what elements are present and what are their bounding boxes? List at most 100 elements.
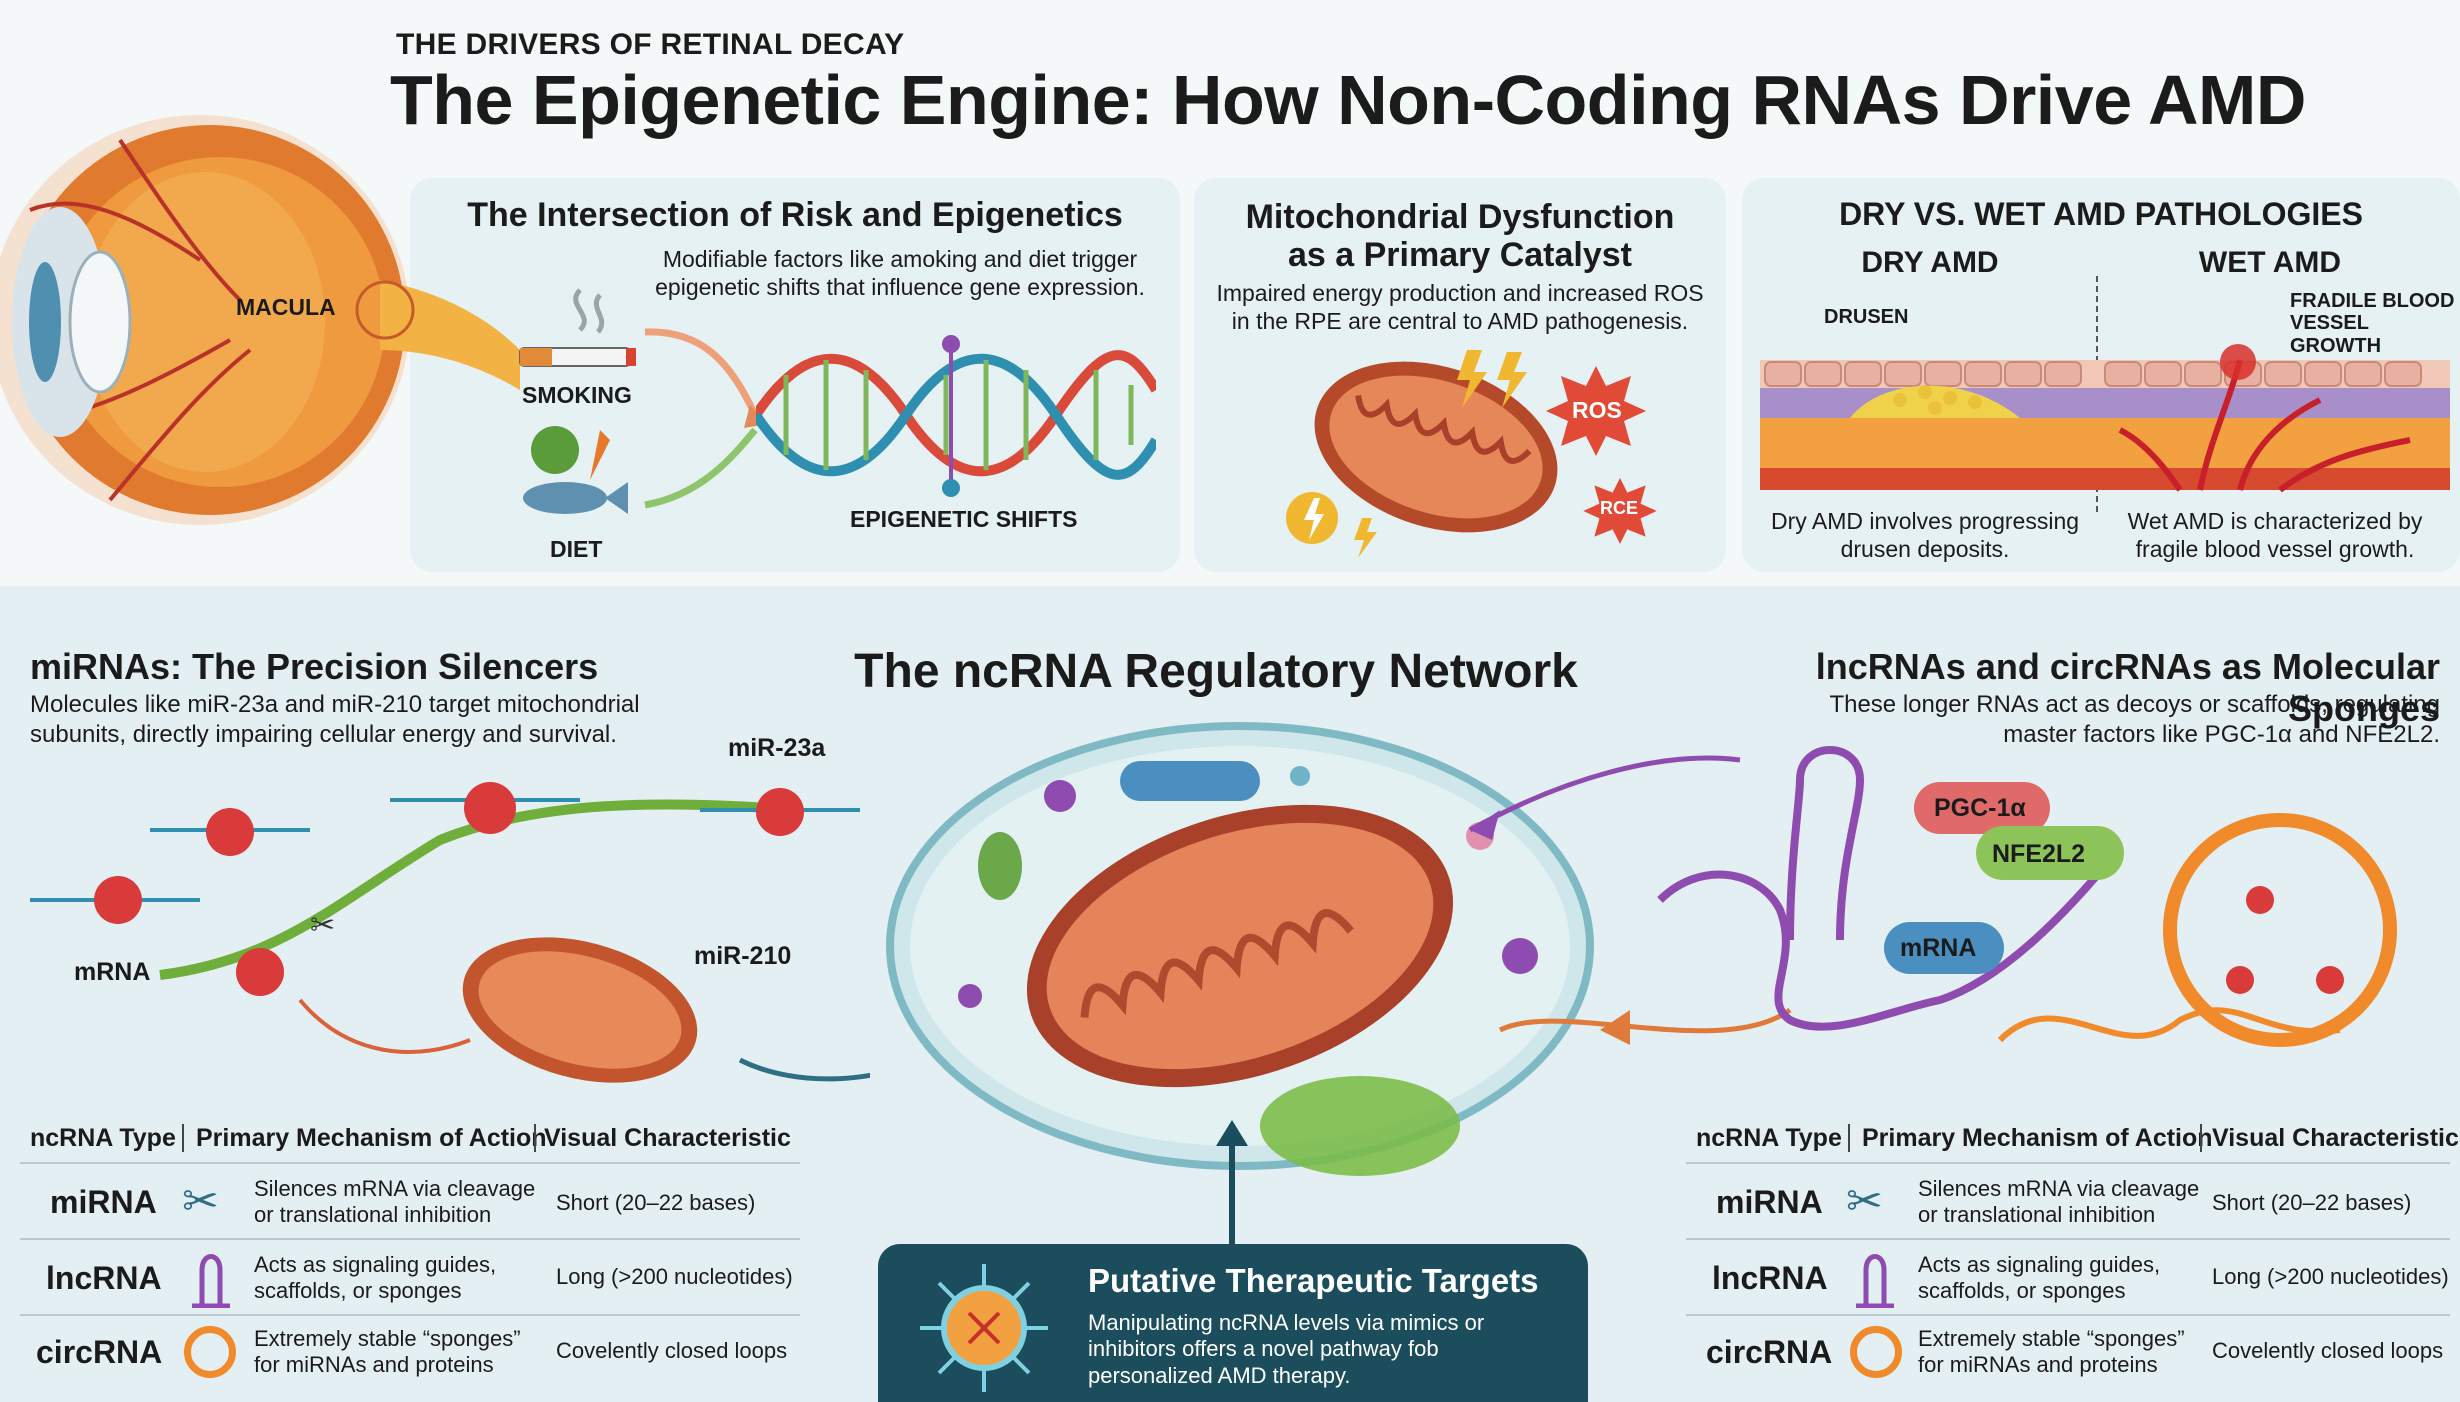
cell-network-illustration: [886, 722, 1594, 1176]
table-row-name: miRNA: [50, 1184, 157, 1220]
table-header-visual: Visual Characteristic: [544, 1124, 791, 1152]
ros-label: ROS: [1572, 397, 1622, 423]
table-row-name: lncRNA: [46, 1260, 162, 1296]
mito-title-line1: Mitochondrial Dysfunction: [1245, 198, 1675, 236]
table-row-visual: Long (>200 nucleotides): [2212, 1264, 2449, 1289]
smoking-label: SMOKING: [522, 382, 632, 408]
risk-arrows: [644, 328, 768, 509]
table-row-name: lncRNA: [1712, 1260, 1828, 1296]
network-title: The ncRNA Regulatory Network: [854, 645, 1578, 698]
table-header-type: ncRNA Type: [30, 1124, 176, 1152]
risk-desc: Modifiable factors like amoking and diet…: [655, 246, 1145, 300]
table-row-visual: Long (>200 nucleotides): [556, 1264, 793, 1289]
table-row-mech-line1: Acts as signaling guides,: [1918, 1252, 2161, 1277]
table-row-name: miRNA: [1716, 1184, 1823, 1220]
hairpin-rna-icon: [1856, 1254, 1894, 1308]
table-row-mech-line1: Silences mRNA via cleavage: [1918, 1176, 2200, 1201]
dry-amd-label: DRY AMD: [1861, 246, 1999, 279]
sponge-mrna-label: mRNA: [1900, 934, 1977, 962]
pgc-badge: [1914, 782, 2050, 834]
therapy-box: Putative Therapeutic Targets Manipulatin…: [878, 1244, 1588, 1402]
table-divider: [534, 1124, 536, 1152]
table-divider: [2200, 1124, 2202, 1152]
energy-bolt-icon: [1286, 492, 1377, 558]
table-rule: [1686, 1162, 2450, 1164]
vessel-label-line2: VESSEL GROWTH: [2290, 312, 2382, 357]
therapy-desc: Manipulating ncRNA levels via mimics or …: [1088, 1310, 1485, 1388]
vessel-label-line1: FRADILE BLOOD: [2290, 290, 2455, 312]
mirna-section-desc: Molecules like miR-23a and miR-210 targe…: [30, 691, 640, 748]
table-rule: [20, 1162, 800, 1164]
retina-cross-section: [1760, 344, 2450, 493]
table-header-type: ncRNA Type: [1696, 1124, 1842, 1152]
table-row-mech-line1: Acts as signaling guides,: [254, 1252, 497, 1277]
drusen-label: DRUSEN: [1824, 306, 1909, 328]
macula-label: MACULA: [236, 294, 336, 320]
amd-title: DRY VS. WET AMD PATHOLOGIES: [1839, 196, 2363, 232]
header-kicker: THE DRIVERS OF RETINAL DECAY: [396, 28, 905, 61]
table-row-mech-line2: scaffolds, or sponges: [1918, 1278, 2126, 1303]
table-row-mech-line2: for miRNAs and proteins: [254, 1352, 494, 1377]
mrna-badge: [1884, 922, 2004, 974]
table-row-visual: Covelently closed loops: [2212, 1338, 2444, 1363]
pgc-label: PGC-1α: [1934, 794, 2026, 822]
mirna-section-title: miRNAs: The Precision Silencers: [30, 646, 599, 687]
sponge-section-title: lncRNAs and circRNAs as Molecular Sponge…: [1815, 646, 2440, 729]
table-row-mech-line2: scaffolds, or sponges: [254, 1278, 462, 1303]
network-arrows: [1468, 755, 1792, 1045]
rce-label: RCE: [1600, 498, 1639, 518]
sponge-illustration: [1657, 746, 2397, 1047]
table-row-visual: Short (20–22 bases): [556, 1190, 756, 1215]
wet-amd-label: WET AMD: [2198, 246, 2342, 279]
table-row-mech-line1: Extremely stable “sponges”: [1918, 1326, 2185, 1351]
table-rule: [1686, 1238, 2450, 1240]
therapy-arrow: [1216, 1120, 1248, 1246]
mirna-silencing-illustration: ✂: [30, 782, 870, 1083]
epigenetic-shifts-label: EPIGENETIC SHIFTS: [850, 506, 1078, 532]
table-row-visual: Covelently closed loops: [556, 1338, 788, 1363]
table-row-name: circRNA: [1706, 1334, 1833, 1370]
table-header-visual: Visual Characteristic: [2212, 1124, 2459, 1152]
mito-title-line2: as a Primary Catalyst: [1288, 236, 1632, 274]
table-rule: [20, 1238, 800, 1240]
therapy-title: Putative Therapeutic Targets: [1088, 1262, 1539, 1299]
eye-illustration: [0, 115, 520, 525]
table-header-mechanism: Primary Mechanism of Action: [196, 1124, 547, 1152]
sponge-section-desc: These longer RNAs act as decoys or scaff…: [1829, 691, 2440, 748]
nfe-badge: [1976, 826, 2124, 880]
hairpin-rna-icon: [192, 1254, 230, 1308]
smoking-icon: [519, 288, 636, 367]
table-row-mech-line2: for miRNAs and proteins: [1918, 1352, 2158, 1377]
table-row-mech-line1: Extremely stable “sponges”: [254, 1326, 521, 1351]
mir23a-label: miR-23a: [728, 734, 826, 762]
ring-icon: [184, 1326, 236, 1378]
wet-amd-desc: Wet AMD is characterized by fragile bloo…: [2127, 508, 2423, 562]
scissors-icon: ✂: [1846, 1176, 1883, 1227]
diet-icon: [523, 426, 628, 514]
table-row-visual: Short (20–22 bases): [2212, 1190, 2412, 1215]
page-title: The Epigenetic Engine: How Non-Coding RN…: [390, 61, 2306, 139]
table-row-mech-line1: Silences mRNA via cleavage: [254, 1176, 536, 1201]
svg-text:✂: ✂: [310, 908, 335, 943]
table-rule: [1686, 1314, 2450, 1316]
table-header-mechanism: Primary Mechanism of Action: [1862, 1124, 2213, 1152]
dna-helix-icon: [756, 335, 1156, 497]
ring-icon: [1850, 1326, 1902, 1378]
table-rule: [20, 1314, 800, 1316]
lightning-icon: [1457, 350, 1527, 408]
dry-amd-desc: Dry AMD involves progressing drusen depo…: [1770, 508, 2080, 562]
risk-title: The Intersection of Risk and Epigenetics: [467, 196, 1123, 234]
table-row-mech-line2: or translational inhibition: [254, 1202, 492, 1227]
mir210-label: miR-210: [694, 942, 792, 970]
table-divider: [182, 1124, 184, 1152]
mitochondrion-icon: [1314, 361, 1558, 533]
scissors-icon: ✂: [182, 1176, 219, 1227]
nanoparticle-icon: [920, 1264, 1048, 1392]
table-row-mech-line2: or translational inhibition: [1918, 1202, 2156, 1227]
ros-burst: [1546, 366, 1646, 456]
nfe-label: NFE2L2: [1992, 840, 2086, 868]
table-divider: [1848, 1124, 1850, 1152]
diet-label: DIET: [550, 536, 603, 562]
table-row-name: circRNA: [36, 1334, 163, 1370]
rce-burst: [1583, 478, 1657, 544]
